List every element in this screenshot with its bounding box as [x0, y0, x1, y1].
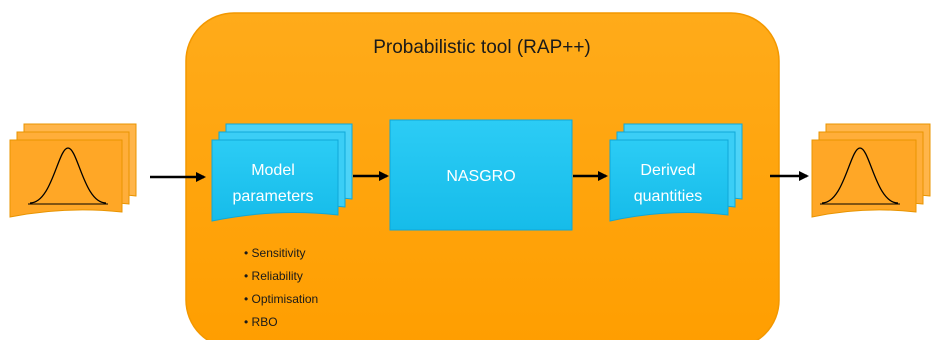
nasgro-node: NASGRO [389, 119, 573, 231]
derived-quantities-label-line2: quantities [634, 188, 703, 205]
model-parameters-label-line2: parameters [233, 188, 314, 205]
list-item: • RBO [244, 315, 278, 329]
output-distribution-document [811, 123, 931, 218]
model-parameters-label-line1: Model [251, 162, 295, 179]
nasgro-label: NASGRO [446, 168, 515, 185]
output-distribution-curve [820, 147, 900, 205]
model-parameters-node: Model parameters [211, 123, 353, 222]
derived-quantities-node: Derived quantities [609, 123, 743, 222]
derived-quantities-label-line1: Derived [640, 162, 695, 179]
analysis-types-list: • Sensitivity • Reliability • Optimisati… [244, 246, 318, 329]
list-item: • Optimisation [244, 292, 318, 306]
input-distribution-document [9, 123, 137, 218]
list-item: • Sensitivity [244, 246, 306, 260]
tool-title: Probabilistic tool (RAP++) [373, 37, 591, 58]
list-item: • Reliability [244, 269, 303, 283]
input-distribution-curve [28, 147, 108, 205]
